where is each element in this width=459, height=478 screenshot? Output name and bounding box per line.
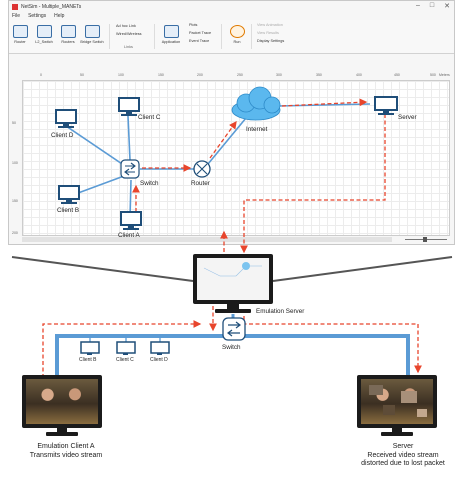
ribbon-separator (154, 24, 155, 49)
adhoc-link-button[interactable]: Ad hoc Link (116, 24, 136, 28)
server-caption: Server Received video stream distorted d… (352, 443, 454, 469)
client-c-icon (118, 97, 140, 116)
title-bar: NetSim - Multiple_MANETs – □ ✕ (9, 1, 454, 12)
menu-settings[interactable]: Settings (28, 13, 47, 19)
menu-file[interactable]: File (12, 13, 21, 19)
label-server: Server (398, 114, 417, 121)
link-client-d-switch (65, 125, 129, 169)
close-button[interactable]: ✕ (444, 3, 450, 10)
run-icon (229, 25, 245, 38)
links-group-label: Links (124, 45, 133, 49)
switch-icon (120, 159, 140, 179)
packet-trace-button[interactable]: Packet Trace (189, 31, 212, 35)
menu-help[interactable]: Help (54, 13, 65, 19)
server-icon (374, 96, 398, 115)
horizontal-ruler: 0 50 100 150 200 250 300 350 400 450 500… (40, 73, 450, 77)
video-artifact (417, 409, 427, 417)
netsim-logo-icon (12, 3, 18, 10)
link-router-internet (207, 117, 247, 165)
run-button[interactable]: Run (229, 25, 245, 44)
label-bottom-client-c: Client C (116, 357, 134, 363)
monitor-icon (12, 25, 28, 38)
flow-client-to-switch (42, 320, 202, 378)
flow-internet-server (281, 98, 368, 107)
video-monitor-stands (46, 427, 413, 436)
bridge-switch-button[interactable]: Bridge Switch (79, 25, 105, 44)
view-results-button[interactable]: View Results (257, 31, 279, 35)
horizontal-scrollbar[interactable] (22, 237, 392, 242)
emulation-server-icon (193, 254, 273, 313)
server-caption-line1: Server (392, 443, 414, 450)
client-video-screen (22, 375, 102, 428)
topology-links (65, 103, 371, 219)
router-icon (193, 160, 211, 178)
label-bottom-switch: Switch (222, 344, 241, 351)
display-settings-button[interactable]: Display Settings (257, 39, 285, 43)
video-artifact (383, 405, 395, 415)
zoom-funnel (11, 256, 453, 282)
packet-flow (132, 98, 386, 254)
label-client-b: Client B (57, 207, 80, 214)
client-a-caption: Emulation Client A Transmits video strea… (20, 443, 112, 460)
server-caption-line3: distorted due to lost packet (361, 460, 445, 467)
label-emulation-server: Emulation Server (256, 308, 305, 315)
vertical-ruler: 50 100 150 200 (12, 121, 18, 235)
flow-router-internet (209, 120, 237, 159)
application-button[interactable]: Application (159, 25, 183, 44)
label-client-a: Client A (118, 232, 140, 239)
ribbon-separator (251, 24, 252, 49)
ribbon-separator (221, 24, 222, 49)
plots-button[interactable]: Plots (189, 23, 198, 27)
label-internet: Internet (246, 126, 268, 133)
label-switch: Switch (140, 180, 159, 187)
l2-switch-button[interactable]: L2_Switch (33, 25, 55, 44)
ribbon-toolbar: Router L2_Switch Routers Bridge Switch A… (9, 20, 454, 54)
client-a-caption-line2: Transmits video stream (29, 451, 103, 459)
router-icon (60, 25, 76, 38)
server-video-screen (357, 375, 437, 428)
wired-wireless-button[interactable]: Wired/Wireless (116, 32, 142, 36)
client-d-icon (55, 109, 77, 128)
link-client-c-switch (127, 115, 131, 161)
application-icon (163, 25, 179, 38)
label-router: Router (191, 180, 210, 187)
bottom-switch-icon (222, 317, 246, 341)
router-button[interactable]: Router (12, 25, 28, 44)
ribbon-separator (109, 24, 110, 49)
label-client-d: Client D (51, 132, 74, 139)
window-controls: – □ ✕ (416, 2, 450, 10)
video-artifact (401, 391, 417, 403)
flow-server-down (240, 114, 386, 254)
flow-switch-to-server (243, 316, 422, 374)
window-title: NetSim - Multiple_MANETs (21, 3, 82, 10)
view-animation-button[interactable]: View Animation (257, 23, 283, 27)
bottom-client-c-icon (116, 341, 136, 355)
bottom-backbone (55, 334, 410, 380)
menu-bar: File Settings Help (9, 12, 454, 20)
bottom-client-d-icon (150, 341, 170, 355)
bridge-icon (84, 25, 100, 38)
video-frame-image (26, 379, 98, 424)
routers-button[interactable]: Routers (59, 25, 77, 44)
label-bottom-client-d: Client D (150, 357, 168, 363)
event-trace-button[interactable]: Event Trace (189, 39, 210, 43)
client-a-caption-line1: Emulation Client A (37, 443, 95, 450)
label-bottom-client-b: Client B (79, 357, 97, 363)
bottom-client-b-icon (80, 341, 100, 355)
label-client-c: Client C (138, 114, 161, 121)
video-artifact (369, 385, 383, 395)
server-caption-line2: Received video stream (367, 451, 439, 459)
maximize-button[interactable]: □ (429, 2, 435, 9)
client-b-icon (58, 185, 80, 204)
zoom-knob[interactable] (423, 237, 427, 242)
link-internet-server (277, 103, 371, 107)
zoom-slider[interactable] (401, 237, 451, 242)
switch-icon (36, 25, 52, 38)
internet-cloud-icon (231, 86, 281, 121)
minimize-button[interactable]: – (415, 2, 420, 9)
client-a-icon (120, 211, 142, 230)
